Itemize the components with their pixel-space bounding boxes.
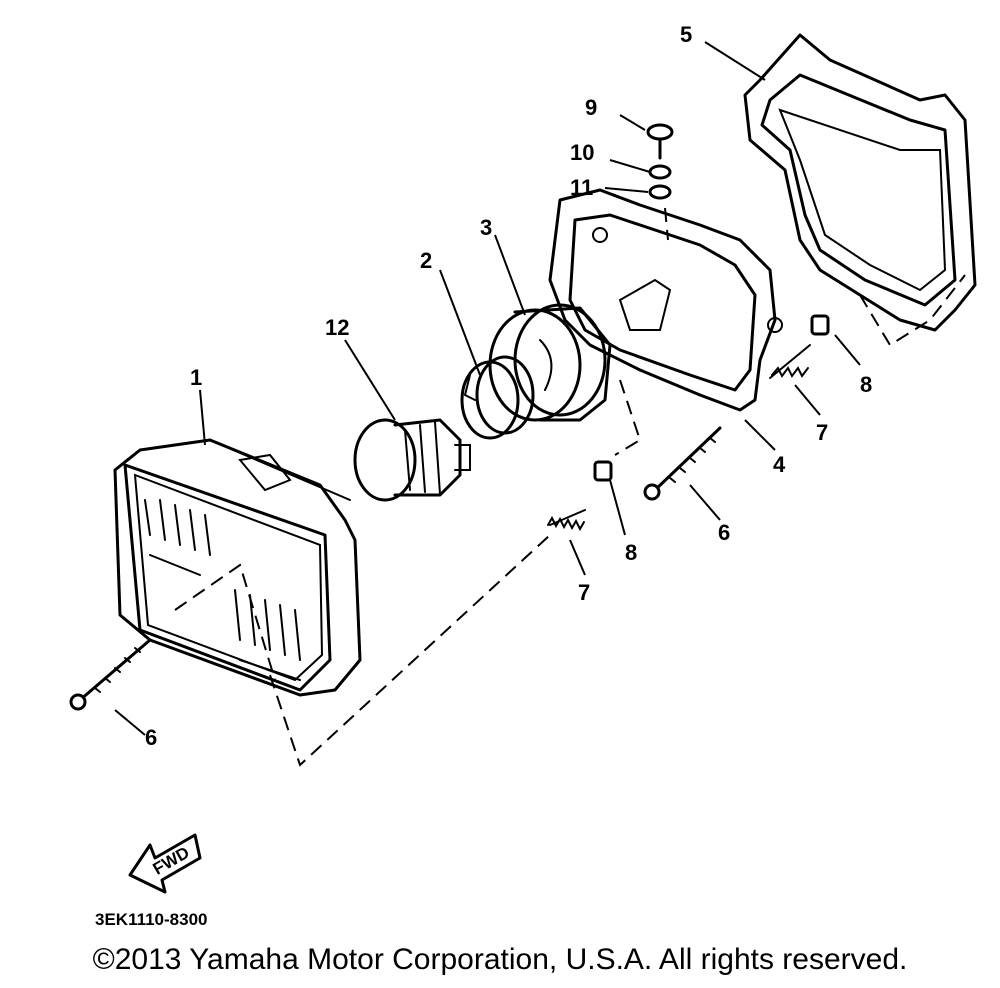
callout-4: 4 bbox=[773, 452, 786, 477]
callout-8-lower: 8 bbox=[625, 540, 637, 565]
part-6-screw-lower bbox=[69, 638, 152, 711]
diagram-code: 3EK1110-8300 bbox=[95, 910, 208, 929]
part-7-spring-lower bbox=[547, 509, 586, 532]
fwd-arrow-icon: FWD bbox=[128, 833, 202, 894]
alignment-line-lens-to-spring bbox=[174, 563, 276, 681]
alignment-line-frame bbox=[859, 274, 966, 347]
part-2-retainer-ring bbox=[460, 355, 535, 440]
part-1-headlight-lens bbox=[113, 438, 362, 697]
part-12-bulb bbox=[353, 418, 471, 502]
callout-1: 1 bbox=[190, 365, 202, 390]
headlight-exploded-diagram: 1 2 3 4 5 6 6 7 7 8 8 9 10 11 12 FWD 3EK… bbox=[69, 22, 977, 929]
alignment-line-housing bbox=[614, 379, 642, 456]
alignment-line-screw-upper bbox=[664, 207, 669, 241]
callout-5: 5 bbox=[680, 22, 692, 47]
alignment-line-screw bbox=[269, 534, 551, 767]
part-9-screw bbox=[646, 123, 674, 160]
copyright-notice: ©2013 Yamaha Motor Corporation, U.S.A. A… bbox=[92, 943, 908, 976]
callout-8-upper: 8 bbox=[860, 372, 872, 397]
callout-3: 3 bbox=[480, 215, 492, 240]
part-11-flat-washer bbox=[648, 184, 672, 200]
part-7-spring-upper bbox=[769, 344, 811, 379]
callout-7-upper: 7 bbox=[816, 420, 828, 445]
part-8-nut-lower bbox=[593, 460, 613, 482]
leader-lines bbox=[114, 41, 861, 736]
part-3-socket-shroud bbox=[488, 303, 612, 422]
callout-9: 9 bbox=[585, 95, 597, 120]
callout-11: 11 bbox=[570, 175, 593, 200]
callout-7-lower: 7 bbox=[578, 580, 590, 605]
callout-10: 10 bbox=[570, 140, 594, 165]
part-10-lock-washer bbox=[648, 164, 672, 180]
part-4-housing bbox=[548, 188, 783, 412]
callout-12: 12 bbox=[325, 315, 349, 340]
callout-6-upper: 6 bbox=[718, 520, 730, 545]
callout-6-lower: 6 bbox=[145, 725, 157, 750]
callout-2: 2 bbox=[420, 248, 432, 273]
part-6-screw-upper bbox=[643, 426, 722, 501]
part-8-nut-upper bbox=[810, 314, 830, 336]
part-5-outer-frame bbox=[743, 33, 977, 332]
